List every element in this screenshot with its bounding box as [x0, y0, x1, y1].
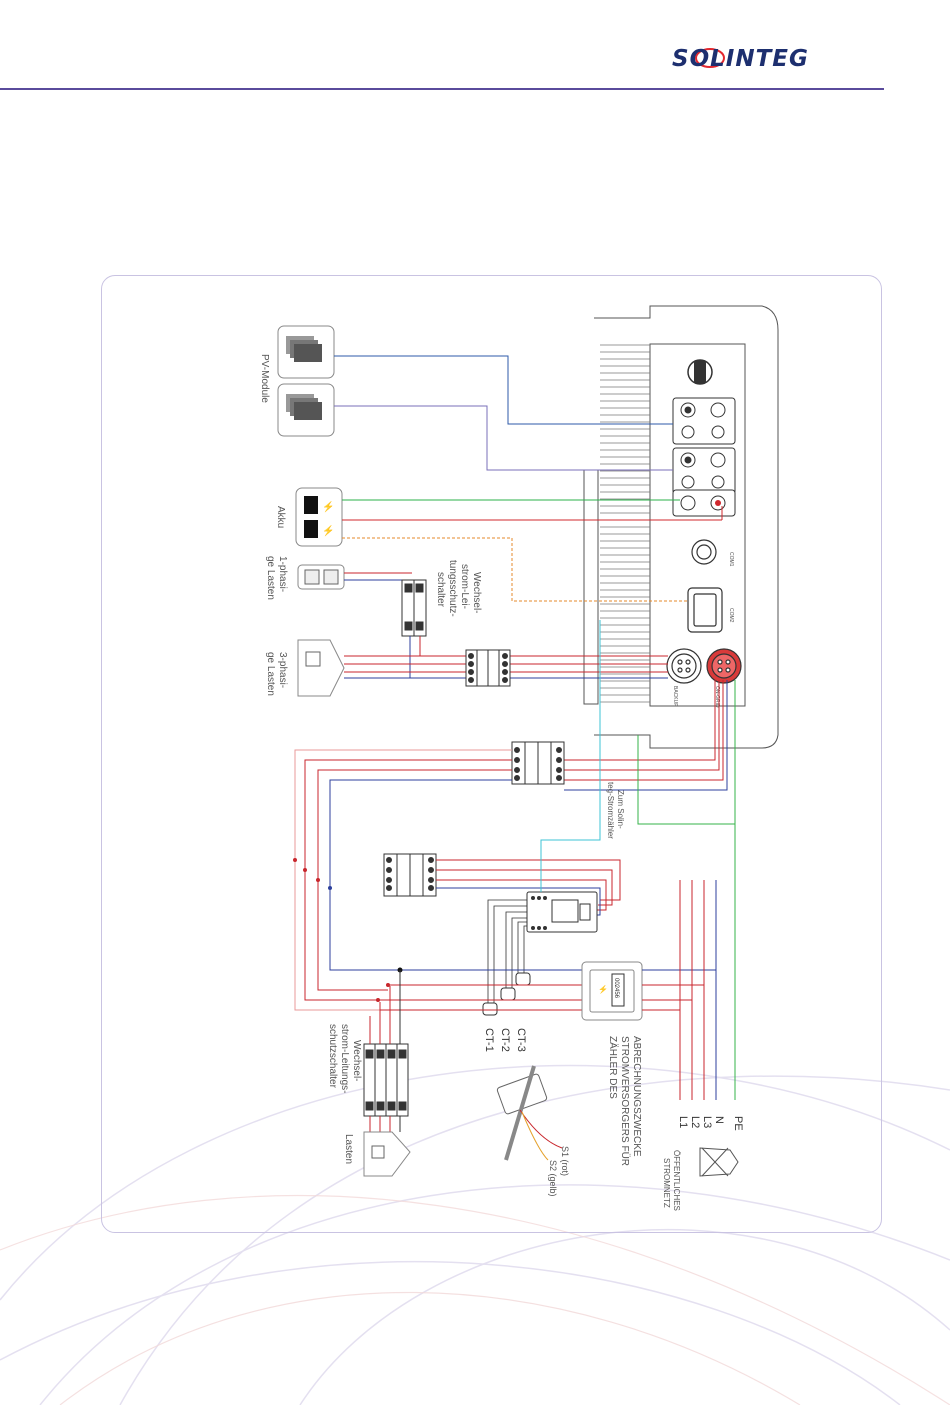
port-ongrid-label: ON-GRID — [714, 686, 720, 708]
grid-tower-icon — [699, 1147, 739, 1177]
grid-label-1: ÖFFENTLICHES — [672, 1150, 681, 1211]
utility-meter-label-3: ABRECHNUNGSZWECKE — [631, 1036, 642, 1157]
single-phase-loads-label-2: ge Lasten — [265, 556, 276, 600]
three-phase-breaker-mid — [383, 853, 437, 897]
l2-label: L2 — [689, 1116, 701, 1128]
pe-label: PE — [732, 1116, 744, 1131]
battery: ⚡ ⚡ — [295, 487, 343, 547]
three-phase-load — [297, 639, 345, 697]
ac-breaker-label-2: strom-Lei- — [459, 564, 470, 609]
ongrid-port — [706, 648, 742, 684]
loads-breaker-4pole — [363, 1043, 409, 1117]
ac-breaker-label-1: Wechsel- — [471, 572, 482, 614]
port-backup-label: BACKUP — [672, 686, 678, 707]
brand-logo: SOLINTEG — [672, 40, 832, 80]
loads-breaker-label-3: schutzschalter — [327, 1024, 338, 1089]
three-phase-loads-label-1: 3-phasi- — [277, 652, 288, 688]
loads-breaker-label-2: strom-Leitungs- — [339, 1024, 350, 1093]
brand-name: SOLINTEG — [672, 46, 809, 72]
meter-display: 002456 — [613, 978, 619, 999]
port-com2-label: COM2 — [728, 608, 734, 623]
l3-label: L3 — [701, 1116, 713, 1128]
svg-text:⚡: ⚡ — [322, 524, 334, 537]
n-label: N — [713, 1116, 725, 1124]
header-rule — [0, 88, 884, 90]
loads-breaker-label-1: Wechsel- — [351, 1040, 362, 1082]
three-phase-breaker-grid — [511, 741, 565, 785]
ct3-label: CT-3 — [515, 1028, 527, 1052]
s1-label: S1 (rot) — [560, 1146, 570, 1176]
three-phase-loads-label-2: ge Lasten — [265, 652, 276, 696]
single-phase-loads-label-1: 1-phasi- — [277, 556, 288, 592]
battery-label: Akku — [275, 506, 286, 528]
meter-bolt-icon: ⚡ — [598, 984, 608, 994]
svg-text:⚡: ⚡ — [322, 500, 334, 513]
ct-clamp-illustration — [496, 1065, 563, 1161]
loads-label: Lasten — [343, 1134, 354, 1164]
ac-breaker-label-4: schalter — [435, 572, 446, 608]
dc-switch-icon — [687, 359, 713, 385]
diagram-frame — [101, 275, 882, 1233]
utility-meter — [581, 961, 643, 1021]
com2-port — [687, 587, 723, 633]
com1-port — [691, 539, 717, 565]
ct1-label: CT-1 — [483, 1028, 495, 1052]
meter-note-label-1: Zum Solin- — [616, 790, 625, 829]
pv-connectors — [672, 397, 736, 495]
battery-connectors — [672, 489, 736, 517]
single-phase-load — [297, 564, 345, 590]
utility-meter-label-1: ZÄHLER DES — [607, 1036, 619, 1099]
s2-label: S2 (gelb) — [548, 1160, 558, 1197]
utility-meter-label-2: STROMVERSORGERS FÜR — [619, 1036, 631, 1166]
meter-note-label-2: teg-Stromzähler — [606, 782, 615, 839]
pv-modules-label: PV-Module — [259, 354, 270, 403]
solinteg-meter — [526, 891, 598, 933]
loads — [363, 1131, 411, 1177]
ac-breaker-2pole — [401, 579, 427, 637]
ac-breaker-label-3: tungsschutz- — [447, 560, 458, 617]
l1-label: L1 — [677, 1116, 689, 1128]
port-com1-label: COM1 — [728, 552, 734, 567]
ct2-label: CT-2 — [499, 1028, 511, 1052]
pv-module-2 — [277, 383, 335, 437]
grid-label-2: STROMNETZ — [662, 1158, 671, 1208]
backup-port — [666, 648, 702, 684]
inverter: COM1 COM2 BACKUP ON-GRID — [583, 305, 779, 749]
three-phase-breaker-backup — [465, 649, 511, 687]
heatsink-fins — [600, 344, 650, 703]
pv-module-1 — [277, 325, 335, 379]
ct-sensors — [482, 972, 531, 1016]
